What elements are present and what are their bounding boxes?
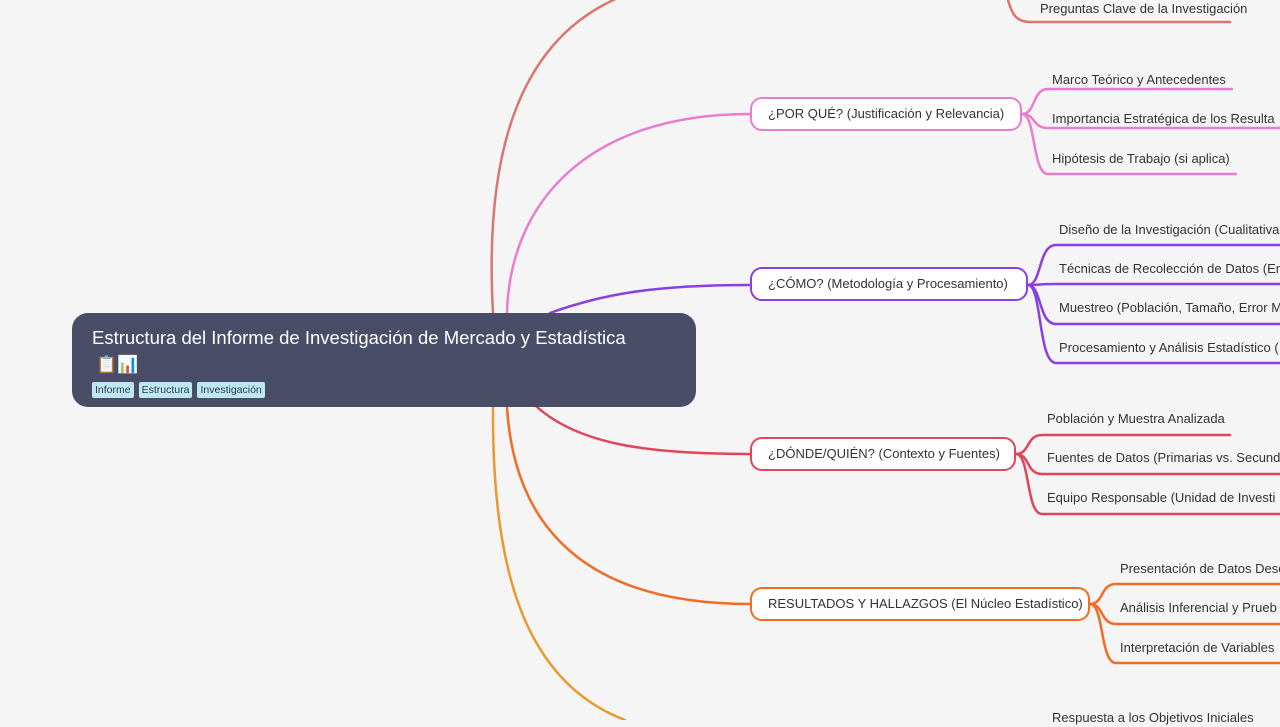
connector-root-branch-2 <box>548 283 752 315</box>
tag-list: Informe Estructura Investigación <box>92 382 265 398</box>
root-node[interactable]: Estructura del Informe de Investigación … <box>72 313 696 407</box>
tag[interactable]: Investigación <box>197 382 265 398</box>
connector-leaf <box>1026 282 1280 287</box>
connector-leaf <box>1006 0 1232 24</box>
connector-leaf <box>1014 452 1280 516</box>
connector-leaf <box>1020 87 1234 116</box>
tag[interactable]: Informe <box>92 382 134 398</box>
leaf-node[interactable]: Importancia Estratégica de los Resulta <box>1052 111 1275 126</box>
leaf-node[interactable]: Población y Muestra Analizada <box>1047 411 1225 426</box>
tag[interactable]: Estructura <box>138 382 193 398</box>
leaf-node[interactable]: Respuesta a los Objetivos Iniciales <box>1052 710 1254 725</box>
leaf-node[interactable]: Preguntas Clave de la Investigación <box>1040 1 1248 16</box>
root-title: Estructura del Informe de Investigación … <box>92 327 626 348</box>
connector-root-branch-0 <box>490 0 617 315</box>
leaf-node[interactable]: Interpretación de Variables <box>1120 640 1275 655</box>
branch-node-donde-quien[interactable]: ¿DÓNDE/QUIÉN? (Contexto y Fuentes) <box>750 437 1016 471</box>
leaf-node[interactable]: Presentación de Datos Desc <box>1120 561 1280 576</box>
branch-node-como[interactable]: ¿CÓMO? (Metodología y Procesamiento) <box>750 267 1028 301</box>
branch-node-resultados[interactable]: RESULTADOS Y HALLAZGOS (El Núcleo Estadí… <box>750 587 1090 621</box>
leaf-node[interactable]: Hipótesis de Trabajo (si aplica) <box>1052 151 1230 166</box>
leaf-node[interactable]: Técnicas de Recolección de Datos (En <box>1059 261 1280 276</box>
connector-root-branch-4 <box>505 405 752 606</box>
connector-root-branch-5 <box>491 405 627 720</box>
connector-leaf <box>1088 602 1280 665</box>
clipboard-chart-icon: 📋📊 <box>96 355 139 374</box>
connector-leaf <box>1026 283 1280 365</box>
leaf-node[interactable]: Fuentes de Datos (Primarias vs. Secund <box>1047 450 1280 465</box>
connector-root-branch-3 <box>535 405 752 456</box>
connector-leaf <box>1026 243 1280 287</box>
leaf-node[interactable]: Muestreo (Población, Tamaño, Error M <box>1059 300 1280 315</box>
connector-root-branch-1 <box>505 112 752 315</box>
branch-node-por-que[interactable]: ¿POR QUÉ? (Justificación y Relevancia) <box>750 97 1022 131</box>
leaf-node[interactable]: Procesamiento y Análisis Estadístico ( <box>1059 340 1279 355</box>
connector-leaf <box>1020 112 1238 176</box>
leaf-node[interactable]: Equipo Responsable (Unidad de Investi <box>1047 490 1276 505</box>
leaf-node[interactable]: Marco Teórico y Antecedentes <box>1052 72 1226 87</box>
leaf-node[interactable]: Diseño de la Investigación (Cualitativa <box>1059 222 1280 237</box>
leaf-node[interactable]: Análisis Inferencial y Prueb <box>1120 600 1277 615</box>
